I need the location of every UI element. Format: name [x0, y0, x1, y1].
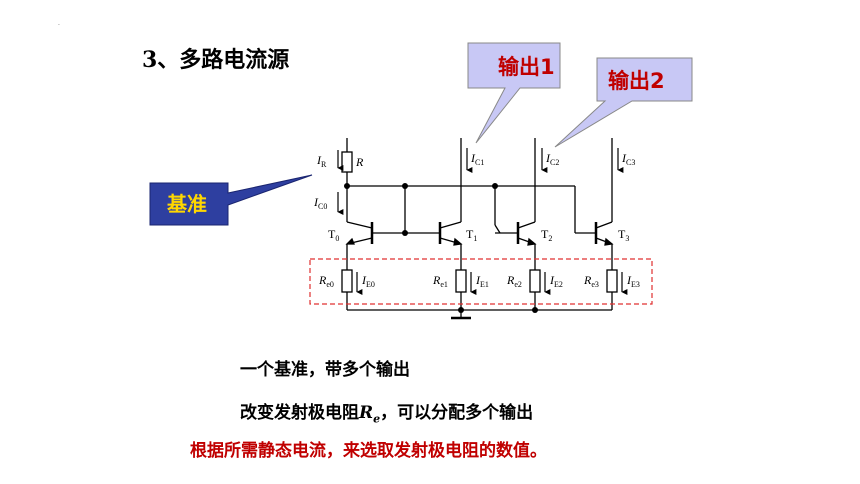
label-ie2: IE2	[549, 273, 563, 289]
label-re3: Re3	[583, 273, 599, 289]
resistor-r	[341, 151, 353, 173]
label-t1: T1	[466, 227, 477, 243]
resistor-re3	[606, 269, 618, 293]
resistor-re0	[341, 269, 353, 293]
current-arrows	[337, 148, 628, 295]
resistor-re2	[529, 269, 541, 293]
text-line-2: 改变发射极电阻Re，可以分配多个输出	[240, 398, 533, 425]
transistor-t0	[345, 221, 374, 245]
label-re0: Re0	[318, 273, 334, 289]
emitter-resistor-box	[309, 258, 653, 305]
callout-output-2: 输出2	[554, 57, 693, 148]
text-line-3: 根据所需静态电流，来选取发射极电阻的数值。	[190, 441, 547, 461]
callout-reference: 基准	[149, 174, 313, 226]
label-ie0: IE0	[361, 273, 375, 289]
label-ie1: IE1	[475, 273, 489, 289]
label-ic1: IC1	[470, 151, 484, 167]
label-t0: T0	[328, 227, 339, 243]
callout-output-2-label: 输出2	[608, 69, 665, 93]
callout-output-1: 输出1	[467, 42, 561, 144]
re-symbol-sub: e	[373, 412, 381, 426]
label-r: R	[355, 155, 364, 169]
label-ic3: IC3	[621, 151, 635, 167]
label-t3: T3	[618, 227, 629, 243]
text-line-2-prefix: 改变发射极电阻	[240, 403, 359, 423]
label-re2: Re2	[506, 273, 522, 289]
circuit-labels: IR R IC0 IC1 IC2 IC3 T0 T1 T2 T3 Re0 IE0…	[313, 151, 640, 289]
junction-dots	[344, 183, 538, 313]
label-ir: IR	[316, 153, 327, 169]
label-ic0: IC0	[313, 195, 327, 211]
corner-mark: .	[58, 20, 60, 27]
transistor-t1	[438, 221, 463, 246]
label-t2: T2	[541, 227, 552, 243]
slide-heading: 3、多路电流源	[142, 47, 290, 73]
re-symbol: R	[359, 403, 374, 423]
callout-output-1-label: 输出1	[498, 55, 555, 79]
label-ic2: IC2	[545, 151, 559, 167]
transistor-t3	[594, 221, 614, 246]
callout-reference-label: 基准	[167, 192, 207, 216]
label-re1: Re1	[432, 273, 448, 289]
text-line-2-suffix: ，可以分配多个输出	[380, 403, 534, 423]
resistors	[341, 151, 618, 293]
text-line-1: 一个基准，带多个输出	[240, 360, 410, 380]
transistor-t2	[516, 221, 537, 246]
resistor-re1	[455, 269, 467, 293]
label-ie3: IE3	[626, 273, 640, 289]
